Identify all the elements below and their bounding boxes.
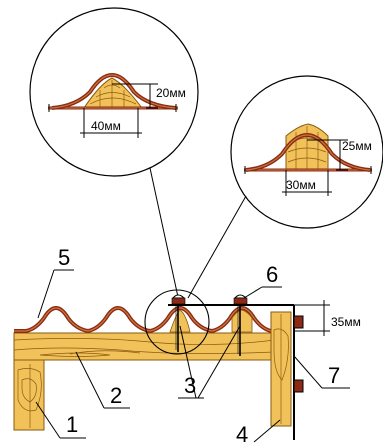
dimension-height-right: [307, 139, 348, 171]
screw-1: [171, 294, 186, 352]
detail-circle-top: 20мм 40мм: [29, 7, 199, 177]
height-label-main: 35мм: [331, 315, 361, 329]
svg-text:3: 3: [184, 373, 196, 398]
svg-text:7: 7: [328, 363, 340, 388]
main-assembly: 35мм: [13, 289, 361, 440]
callout-5: 5: [37, 245, 74, 319]
svg-text:6: 6: [266, 262, 278, 287]
dimension-width-top: [80, 108, 142, 138]
svg-text:2: 2: [110, 383, 122, 408]
callout-2: 2: [75, 351, 130, 409]
width-label-top: 40мм: [91, 119, 121, 133]
height-label-right: 25мм: [342, 139, 372, 153]
callout-1: 1: [35, 401, 86, 439]
magnify-circle: [144, 289, 210, 355]
callout-7: 7: [293, 355, 350, 389]
callout-4: 4: [236, 419, 281, 445]
dimension-height-top: [112, 83, 158, 109]
svg-text:5: 5: [58, 245, 70, 270]
width-label-right: 30мм: [286, 178, 316, 192]
dimension-35: [294, 300, 330, 336]
callout-6: 6: [243, 262, 282, 299]
detail-circle-right: 25мм 30мм: [230, 75, 383, 229]
height-label-top: 20мм: [156, 86, 186, 100]
dimension-width-right: [282, 170, 332, 196]
wood-grain-top: [89, 80, 137, 108]
ridge-block-main-1: [169, 309, 191, 333]
ridge-block-main-2: [231, 309, 253, 333]
rafter-end: [13, 359, 45, 431]
svg-text:4: 4: [236, 422, 248, 445]
bolt-1: [293, 315, 304, 329]
leader-detail-top: [149, 167, 179, 298]
callout-3: 3: [178, 325, 241, 399]
leader-detail-right: [187, 195, 247, 299]
svg-text:1: 1: [66, 412, 78, 437]
bolt-2: [293, 379, 304, 393]
